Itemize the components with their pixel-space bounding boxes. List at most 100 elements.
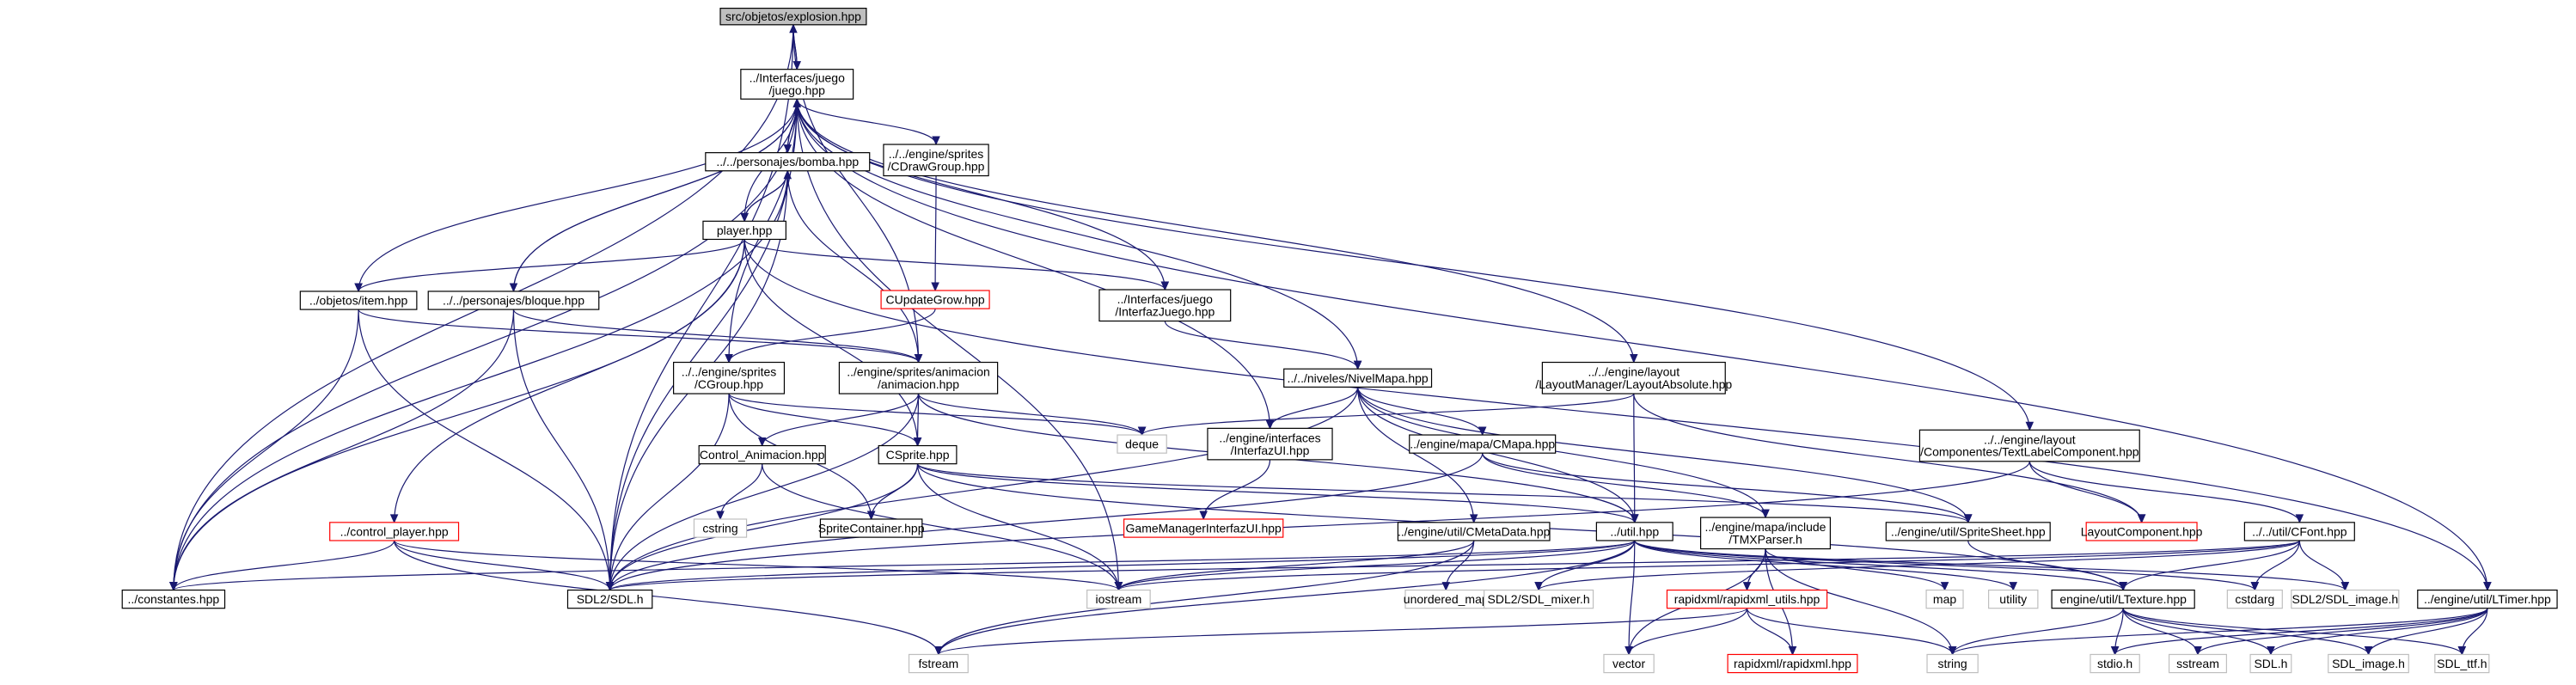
edges-layer xyxy=(169,23,2492,656)
node-label: rapidxml/rapidxml_utils.hpp xyxy=(1674,592,1820,606)
node-label: /InterfazJuego.hpp xyxy=(1115,304,1215,318)
node-controlplayer[interactable]: ../control_player.hpp xyxy=(329,522,460,541)
edge-cdrawgroup-to-cupdategrow xyxy=(931,175,939,292)
node-gamemanager[interactable]: GameManagerInterfazUI.hpp xyxy=(1123,518,1284,538)
node-label: ../../engine/layout xyxy=(1984,432,2076,446)
edge-juego-to-bloque xyxy=(509,99,798,293)
node-cdrawgroup[interactable]: ../../engine/sprites/CDrawGroup.hpp xyxy=(883,144,989,177)
edge-explosion-to-sdl xyxy=(605,24,794,591)
edge-ltimer-to-sdlimage xyxy=(2364,608,2488,656)
edge-rapidxmlutils-to-rapidxml xyxy=(1746,608,1797,656)
node-bomba[interactable]: ../../personajes/bomba.hpp xyxy=(705,152,871,172)
node-cupdategrow[interactable]: CUpdateGrow.hpp xyxy=(880,290,990,309)
edge-util-to-iostream xyxy=(1114,540,1636,591)
node-box xyxy=(908,653,969,674)
node-sdl[interactable]: SDL2/SDL.h xyxy=(566,589,653,609)
node-box xyxy=(819,518,923,538)
node-label: unordered_map xyxy=(1404,592,1489,606)
node-vector: vector xyxy=(1603,653,1655,674)
node-box xyxy=(1699,517,1831,550)
node-box xyxy=(121,589,226,609)
node-ltexture[interactable]: engine/util/LTexture.hpp xyxy=(2051,589,2195,609)
node-constantes[interactable]: ../constantes.hpp xyxy=(121,589,226,609)
node-cmetadata[interactable]: ../engine/util/CMetaData.hpp xyxy=(1397,522,1551,541)
node-box xyxy=(2051,589,2195,609)
edge-juego-to-interfazjuego xyxy=(796,99,1170,291)
edge-controlanim-to-cstring xyxy=(716,463,763,521)
node-box xyxy=(1666,589,1828,609)
node-controlanim[interactable]: Control_Animacion.hpp xyxy=(698,444,826,465)
node-spritecontainer[interactable]: SpriteContainer.hpp xyxy=(818,518,925,538)
node-label: SDL2/SDL.h xyxy=(577,592,644,606)
edge-item-to-animacion xyxy=(358,309,923,364)
node-label: SDL2/SDL_image.h xyxy=(2291,592,2398,606)
node-label: ../engine/util/CMetaData.hpp xyxy=(1398,524,1551,538)
node-animacion[interactable]: ../engine/sprites/animacion/animacion.hp… xyxy=(838,361,999,394)
node-box xyxy=(1727,653,1858,674)
node-label: src/objetos/explosion.hpp xyxy=(725,9,861,23)
edge-nivelmapa-to-cmetadata xyxy=(1357,387,1478,524)
node-nivelmapa[interactable]: ../../niveles/NivelMapa.hpp xyxy=(1283,368,1433,388)
node-explosion: src/objetos/explosion.hpp xyxy=(719,8,867,26)
node-box xyxy=(878,444,958,465)
node-sdlimage2: SDL2/SDL_image.h xyxy=(2291,589,2400,609)
edge-nivelmapa-to-spritesheet xyxy=(1357,387,1973,524)
node-label: GameManagerInterfazUI.hpp xyxy=(1126,522,1282,535)
edge-controlplayer-to-fstream xyxy=(394,540,943,656)
edge-juego-to-item xyxy=(354,99,798,293)
node-bloque[interactable]: ../../personajes/bloque.hpp xyxy=(427,291,600,310)
node-box xyxy=(1098,289,1232,322)
edge-rapidxmlutils-to-fstream xyxy=(934,608,1748,656)
node-box xyxy=(1603,653,1655,674)
edge-animacion-to-controlanim xyxy=(757,393,920,447)
edge-csprite-to-spritesheet xyxy=(916,463,1973,524)
node-layoutcomponent[interactable]: LayoutComponent.hpp xyxy=(2081,522,2203,541)
node-label: player.hpp xyxy=(717,223,773,237)
edge-ltimer-to-string xyxy=(1948,608,2488,656)
node-textlabel[interactable]: ../../engine/layout/Componentes/TextLabe… xyxy=(1918,429,2140,462)
node-label: ../../personajes/bloque.hpp xyxy=(443,294,584,308)
node-cfont[interactable]: ../../util/CFont.hpp xyxy=(2243,522,2355,541)
node-interfazjuego[interactable]: ../Interfaces/juego/InterfazJuego.hpp xyxy=(1098,289,1232,322)
node-box xyxy=(2085,522,2198,541)
node-sstream: sstream xyxy=(2168,653,2228,674)
edge-player-to-bomba xyxy=(743,169,792,222)
node-tmxparser[interactable]: ../engine/mapa/include/TMXParser.h xyxy=(1699,517,1831,550)
node-ltimer[interactable]: ../engine/util/LTimer.hpp xyxy=(2417,589,2558,609)
node-layoutabsolute[interactable]: ../../engine/layout/LayoutManager/Layout… xyxy=(1535,361,1732,394)
node-spritesheet[interactable]: ../engine/util/SpriteSheet.hpp xyxy=(1885,522,2051,541)
edge-nivelmapa-to-sdl xyxy=(605,387,1359,591)
node-label: ../engine/mapa/include xyxy=(1705,520,1826,534)
edge-interfazui-to-gamemanager xyxy=(1199,459,1271,521)
node-rapidxmlutils[interactable]: rapidxml/rapidxml_utils.hpp xyxy=(1666,589,1828,609)
edge-controlplayer-to-sdl xyxy=(394,540,615,591)
node-util[interactable]: ../util.hpp xyxy=(1595,522,1673,541)
edge-ltimer-to-sdlh xyxy=(2267,608,2488,656)
node-juego[interactable]: ../Interfaces/juego/juego.hpp xyxy=(740,69,854,100)
node-sdlttf: SDL_ttf.h xyxy=(2434,653,2490,674)
node-cgroup[interactable]: ../../engine/sprites/CGroup.hpp xyxy=(673,361,786,394)
node-player[interactable]: player.hpp xyxy=(702,220,786,241)
node-box xyxy=(705,152,871,172)
node-rapidxml[interactable]: rapidxml/rapidxml.hpp xyxy=(1727,653,1858,674)
node-cmapa[interactable]: ../engine/mapa/CMapa.hpp xyxy=(1409,434,1557,454)
node-csprite[interactable]: CSprite.hpp xyxy=(878,444,958,465)
node-deque: deque xyxy=(1117,434,1167,454)
node-box xyxy=(1595,522,1673,541)
node-utility: utility xyxy=(1988,589,2039,609)
node-label: SDL_ttf.h xyxy=(2437,657,2487,670)
node-sdlmixer: SDL2/SDL_mixer.h xyxy=(1484,589,1594,609)
node-label: ../engine/mapa/CMapa.hpp xyxy=(1410,437,1555,451)
node-label: ../engine/sprites/animacion xyxy=(847,365,990,379)
node-item[interactable]: ../objetos/item.hpp xyxy=(299,291,418,310)
edge-ltexture-to-string xyxy=(1948,608,2124,656)
node-interfazui[interactable]: ../engine/interfaces/InterfazUI.hpp xyxy=(1207,427,1333,461)
node-label: SpriteContainer.hpp xyxy=(818,522,925,535)
node-label: deque xyxy=(1125,437,1159,451)
node-box xyxy=(2168,653,2228,674)
edge-bloque-to-constantes xyxy=(169,309,515,591)
node-label: SDL.h xyxy=(2254,657,2287,670)
node-label: /LayoutManager/LayoutAbsolute.hpp xyxy=(1535,377,1732,391)
edge-rapidxmlutils-to-vector xyxy=(1625,608,1748,656)
